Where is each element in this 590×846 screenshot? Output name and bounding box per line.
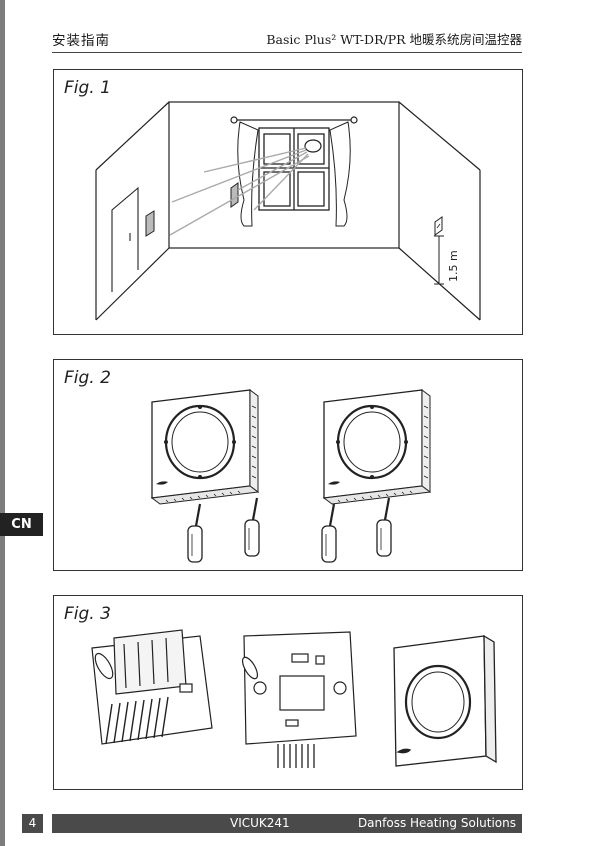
figure-1-label: Fig. 1 — [64, 78, 111, 98]
curtain-rod — [230, 116, 358, 124]
thermostat-near-window — [230, 182, 239, 208]
height-label: 1.5 m — [447, 250, 460, 282]
figure-2-label: Fig. 2 — [64, 368, 111, 388]
page-header: 安装指南 Basic Plus² WT-DR/PR 地暖系统房间温控器 — [52, 29, 522, 53]
sunlight-rays — [169, 147, 310, 236]
thermostat-right-wall — [434, 216, 443, 236]
page-number: 4 — [22, 814, 43, 833]
curtains — [237, 121, 351, 227]
power-module — [91, 629, 213, 745]
front-cover — [393, 634, 497, 767]
room-illustration: 1.5 m — [95, 101, 481, 321]
left-margin-bar — [0, 0, 5, 846]
figure-1-room-placement: Fig. 1 — [53, 69, 523, 335]
door — [111, 186, 139, 292]
components-illustration — [91, 629, 497, 768]
screwdriver-4 — [375, 496, 393, 558]
sun-source-icon — [304, 139, 322, 153]
figure-2-opening: Fig. 2 — [53, 359, 523, 571]
language-tab: CN — [0, 513, 43, 536]
header-doc-type: 安装指南 — [52, 33, 110, 49]
footer-doc-code: VICUK241 — [230, 816, 290, 830]
thermostat-left-wall — [145, 210, 155, 237]
screwdriver-1 — [186, 502, 204, 564]
header-product-title: Basic Plus² WT-DR/PR 地暖系统房间温控器 — [266, 32, 522, 47]
thermostat-right — [322, 388, 432, 506]
footer-bar: VICUK241 Danfoss Heating Solutions — [52, 814, 522, 833]
footer-company: Danfoss Heating Solutions — [357, 816, 516, 830]
thermostat-opening-illustration — [150, 388, 432, 564]
thermostat-left — [150, 388, 260, 506]
back-plate — [242, 631, 357, 768]
screwdriver-3 — [320, 502, 338, 564]
header-rule — [52, 52, 522, 53]
screwdriver-2 — [243, 496, 261, 558]
figure-3-components: Fig. 3 — [53, 595, 523, 790]
figure-3-label: Fig. 3 — [64, 604, 111, 624]
height-dimension — [434, 235, 444, 285]
